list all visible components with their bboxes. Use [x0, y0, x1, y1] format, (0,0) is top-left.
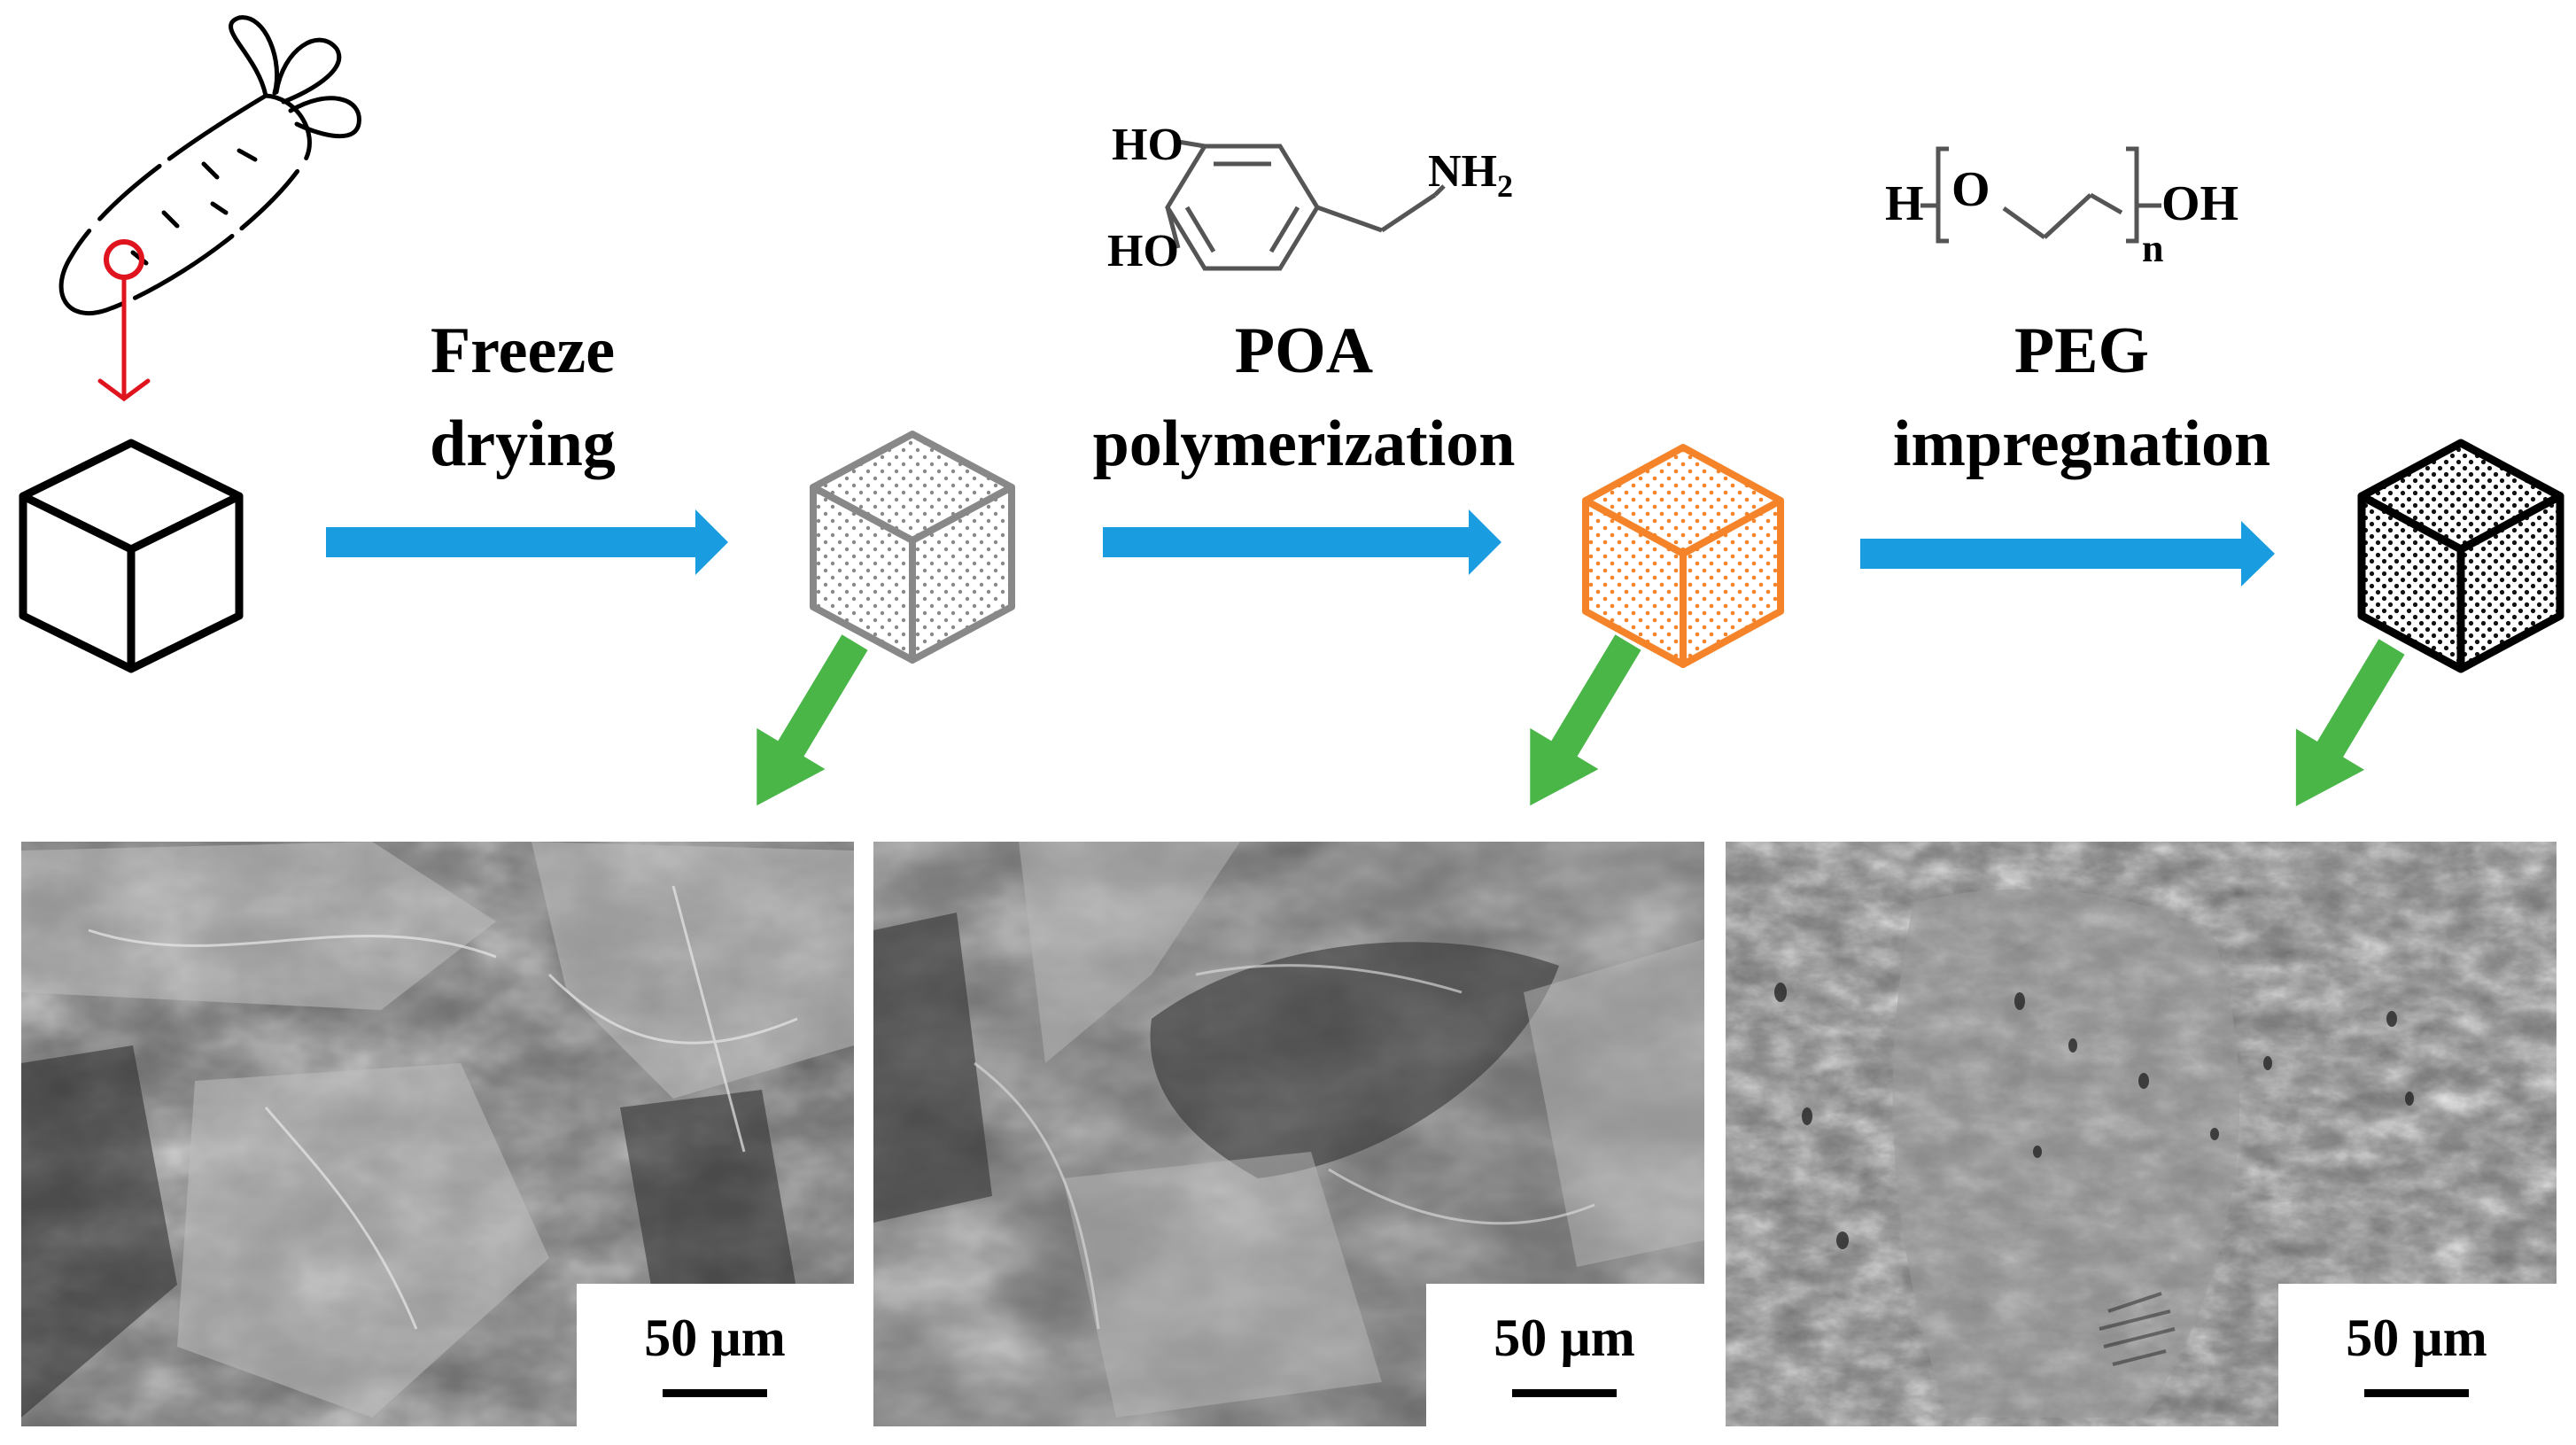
scale-bar-2: 50 µm	[1426, 1284, 1704, 1426]
down-arrow-2	[1530, 634, 1641, 806]
scale-bar-3-label: 50 µm	[2346, 1309, 2487, 1367]
step-2-line1: POA	[1235, 315, 1373, 387]
down-arrow-1	[757, 634, 868, 806]
carrot-icon	[58, 15, 361, 316]
cube-icon-poa	[1582, 444, 1784, 668]
scale-bar-3: 50 µm	[2278, 1284, 2557, 1426]
cube-icon-dried	[810, 431, 1015, 664]
down-arrow-3	[2295, 639, 2405, 807]
peg-structure: H O n OH	[1885, 146, 2238, 270]
sem-image-3	[1726, 842, 2557, 1426]
step-1-line1: Freeze	[431, 315, 615, 387]
cube-icon-peg	[2357, 439, 2564, 673]
step-1-line2: drying	[430, 408, 616, 480]
dopamine-ho-bottom: HO	[1107, 226, 1179, 276]
sample-point-icon	[97, 239, 151, 402]
process-arrow-1	[326, 509, 728, 575]
process-arrows	[326, 509, 2275, 587]
step-2-line2: polymerization	[1093, 408, 1516, 480]
dopamine-structure: HO HO NH2	[1107, 120, 1513, 276]
step-3-line1: PEG	[2014, 315, 2149, 387]
dopamine-amine: NH2	[1428, 146, 1513, 204]
dopamine-ho-top: HO	[1112, 120, 1183, 170]
down-arrows	[757, 634, 2405, 807]
peg-h: H	[1885, 176, 1924, 231]
process-arrow-2	[1103, 509, 1501, 575]
scale-bar-1-label: 50 µm	[644, 1309, 786, 1367]
peg-o: O	[1951, 162, 1990, 217]
process-arrow-3	[1860, 521, 2275, 587]
scale-bar-2-label: 50 µm	[1494, 1309, 1635, 1367]
peg-n: n	[2142, 227, 2163, 270]
cube-icon-raw	[19, 439, 244, 673]
scale-bar-1: 50 µm	[577, 1284, 854, 1426]
step-3-line2: impregnation	[1893, 408, 2270, 480]
peg-oh: OH	[2161, 176, 2238, 231]
